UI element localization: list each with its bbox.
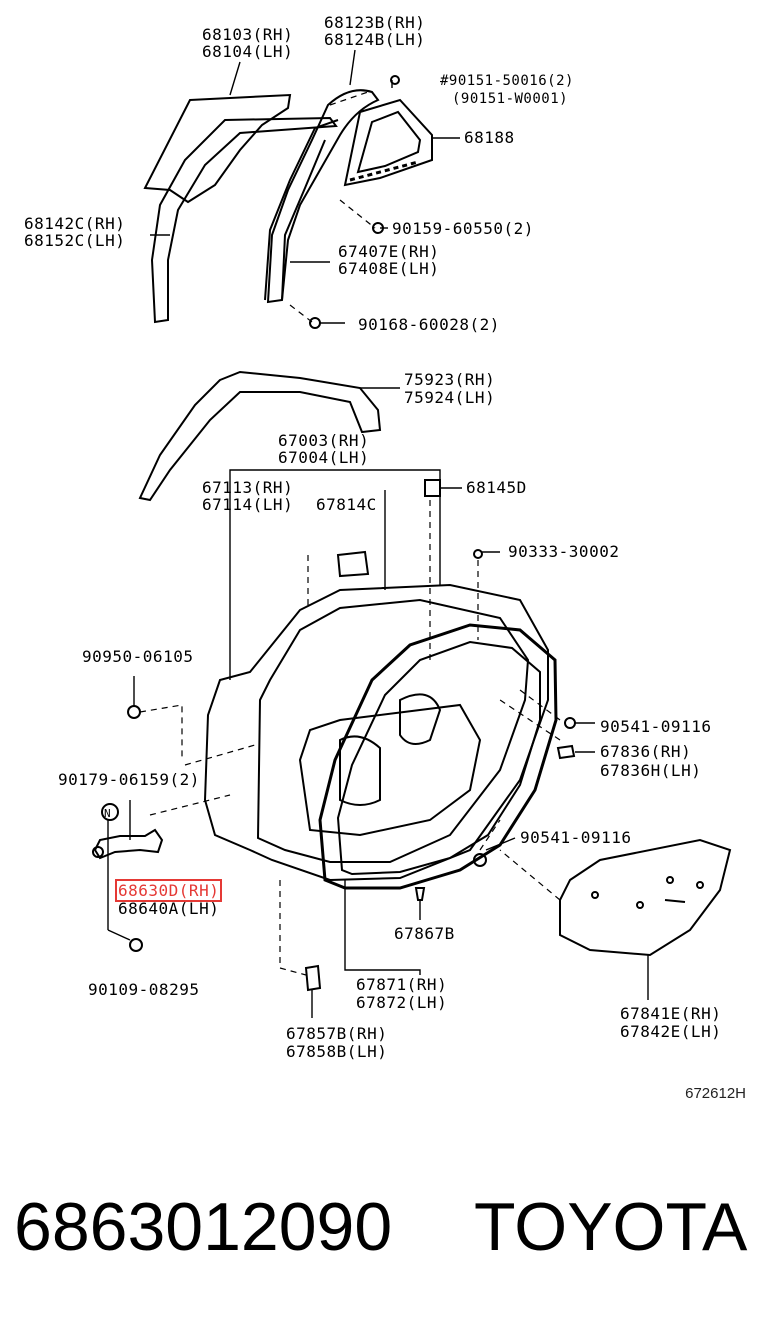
label-68142c: 68142C(RH) — [24, 214, 126, 233]
label-68640a: 68640A(LH) — [118, 899, 220, 918]
label-67842e: 67842E(LH) — [620, 1022, 722, 1041]
label-90151-w0001: (90151-W0001) — [452, 91, 569, 107]
plug-90950 — [127, 705, 141, 719]
run-channel — [266, 89, 380, 304]
label-67004: 67004(LH) — [278, 448, 370, 467]
label-90541-lower: 90541-09116 — [520, 828, 632, 847]
label-67407e: 67407E(RH) — [338, 242, 440, 261]
label-n-marker: N — [104, 807, 112, 820]
grommet-90541a — [564, 717, 576, 729]
exploded-parts-diagram — [92, 49, 732, 1018]
label-67841e: 67841E(RH) — [620, 1004, 722, 1023]
label-67836: 67836(RH) — [600, 742, 692, 761]
label-67113: 67113(RH) — [202, 478, 294, 497]
part-number: 6863012090 — [14, 1189, 393, 1265]
label-68630d-highlighted[interactable]: 68630D(RH) — [114, 879, 223, 902]
label-90541-upper: 90541-09116 — [600, 717, 712, 736]
label-68152c: 68152C(LH) — [24, 231, 126, 250]
label-67836h: 67836H(LH) — [600, 761, 702, 780]
cushion-67836 — [556, 744, 576, 760]
label-68124b: 68124B(LH) — [324, 30, 426, 49]
label-67814c: 67814C — [316, 495, 377, 514]
door-check — [93, 828, 164, 860]
label-90179: 90179-06159(2) — [58, 770, 200, 789]
label-67003: 67003(RH) — [278, 431, 370, 450]
label-67408e: 67408E(LH) — [338, 259, 440, 278]
label-90159: 90159-60550(2) — [392, 219, 534, 238]
label-90168: 90168-60028(2) — [358, 315, 500, 334]
label-75923: 75923(RH) — [404, 370, 496, 389]
label-68104: 68104(LH) — [202, 42, 294, 61]
label-68103: 68103(RH) — [202, 25, 294, 44]
clip-67867 — [414, 887, 426, 901]
label-75924: 75924(LH) — [404, 388, 496, 407]
diagram-code: 672612H — [685, 1085, 746, 1102]
door-trim-liner — [559, 838, 732, 957]
label-67871: 67871(RH) — [356, 975, 448, 994]
label-90333: 90333-30002 — [508, 542, 620, 561]
label-67857b: 67857B(RH) — [286, 1024, 388, 1043]
label-67114: 67114(LH) — [202, 495, 294, 514]
label-68123b: 68123B(RH) — [324, 13, 426, 32]
bolt-90109 — [129, 938, 143, 952]
label-67858b: 67858B(LH) — [286, 1042, 388, 1061]
brand-name: TOYOTA — [474, 1189, 748, 1265]
glass-weatherstrip — [150, 116, 338, 324]
label-67867b: 67867B — [394, 924, 455, 943]
label-67872: 67872(LH) — [356, 993, 448, 1012]
quarter-window — [343, 98, 433, 187]
grommet-90541b — [473, 853, 487, 867]
outer-weatherstrip — [138, 370, 382, 502]
label-68145d: 68145D — [466, 478, 527, 497]
hole-plug-67857 — [304, 964, 322, 992]
label-90151-50016: #90151-50016(2) — [440, 73, 574, 89]
door-panel — [203, 583, 549, 882]
door-opening-weatherstrip — [318, 623, 558, 890]
division-bar — [264, 119, 339, 301]
door-glass — [143, 93, 292, 204]
label-68188: 68188 — [464, 128, 515, 147]
label-90950: 90950-06105 — [82, 647, 194, 666]
label-90109: 90109-08295 — [88, 980, 200, 999]
